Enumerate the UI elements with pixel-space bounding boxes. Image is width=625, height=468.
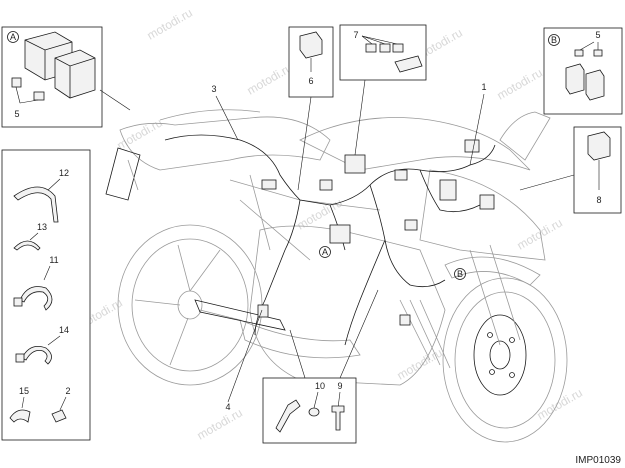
marker-b-bike-circle — [454, 268, 466, 280]
fuse — [593, 49, 603, 57]
callout-7: 7 — [353, 30, 358, 40]
inset-7-frame — [339, 24, 427, 81]
watermark-text: motodi.ru — [395, 345, 445, 382]
control-unit — [329, 224, 351, 244]
fuse-holder — [585, 69, 605, 101]
callout-12: 12 — [59, 168, 69, 178]
marker-b-bike-label: B — [457, 269, 463, 279]
cable-clamp-11 — [19, 286, 53, 311]
watermark-text: motodi.ru — [245, 60, 295, 97]
inset-6: 6 — [288, 26, 334, 98]
connector — [319, 179, 333, 191]
inset-7: 7 — [339, 24, 427, 81]
inset-clamps: 12 13 11 14 15 2 — [1, 149, 91, 441]
connector — [479, 194, 495, 210]
callout-8: 8 — [596, 195, 601, 205]
watermark-text: motodi.ru — [535, 385, 585, 422]
fuse-box-body — [54, 49, 96, 99]
cable-clamp-15 — [9, 409, 31, 423]
callout-5b: 5 — [595, 30, 600, 40]
relay-part-8 — [587, 131, 611, 161]
washer-10 — [308, 407, 320, 417]
callout-1: 1 — [481, 82, 486, 92]
watermark-text: motodi.ru — [495, 65, 545, 102]
watermark-text: motodi.ru — [115, 115, 165, 152]
connector — [344, 154, 366, 174]
cable-clip-12 — [13, 186, 59, 223]
cable-clip-13 — [13, 240, 41, 251]
motorcycle-illustration — [105, 109, 568, 443]
fuse — [574, 49, 584, 57]
marker-b-circle — [548, 34, 560, 46]
callout-5a: 5 — [14, 109, 19, 119]
connector — [261, 179, 277, 190]
callout-2: 2 — [65, 386, 70, 396]
callout-6: 6 — [308, 76, 313, 86]
inset-b: B 5 — [543, 27, 623, 115]
connector — [392, 43, 404, 53]
watermark-text: motodi.ru — [515, 215, 565, 252]
callout-10: 10 — [315, 381, 325, 391]
connector — [379, 43, 391, 53]
inset-a: A 5 — [1, 26, 103, 128]
ground-cable — [275, 399, 301, 433]
connector — [257, 304, 269, 318]
connector — [439, 179, 457, 201]
connector — [464, 139, 480, 153]
marker-a-circle — [7, 31, 19, 43]
bolt-9 — [331, 405, 345, 431]
connector — [394, 169, 408, 181]
watermark-text: motodi.ru — [195, 405, 245, 442]
callout-3: 3 — [211, 84, 216, 94]
fuse — [33, 91, 45, 101]
cable-clamp-14 — [21, 345, 52, 365]
clamp-tab — [15, 353, 25, 363]
callout-4: 4 — [225, 402, 230, 412]
fuse-holder — [565, 63, 585, 95]
connector — [399, 314, 411, 326]
callout-11: 11 — [49, 255, 58, 265]
inset-ground: 10 9 — [262, 377, 357, 444]
image-code: IMP01039 — [575, 455, 621, 466]
wiring-harness — [164, 134, 496, 346]
marker-b-label: B — [551, 35, 557, 45]
callout-9: 9 — [337, 381, 342, 391]
watermark-text: motodi.ru — [145, 5, 195, 42]
rear-wheel — [117, 224, 263, 386]
marker-a-label: A — [10, 32, 16, 42]
cable-tie-2 — [51, 409, 67, 423]
marker-a-bike-label: A — [322, 247, 328, 257]
callout-14: 14 — [59, 325, 69, 335]
fuse-strip — [394, 55, 423, 73]
relay — [11, 77, 22, 88]
main-callouts: 3 1 4 A B — [99, 79, 575, 412]
callout-13: 13 — [37, 222, 47, 232]
clamp-tab — [13, 297, 23, 307]
callout-15: 15 — [19, 386, 29, 396]
relay-part-6 — [299, 31, 323, 59]
connector — [404, 219, 418, 231]
inset-8: 8 — [573, 126, 622, 214]
connector — [365, 43, 377, 53]
marker-a-bike-circle — [319, 246, 331, 258]
